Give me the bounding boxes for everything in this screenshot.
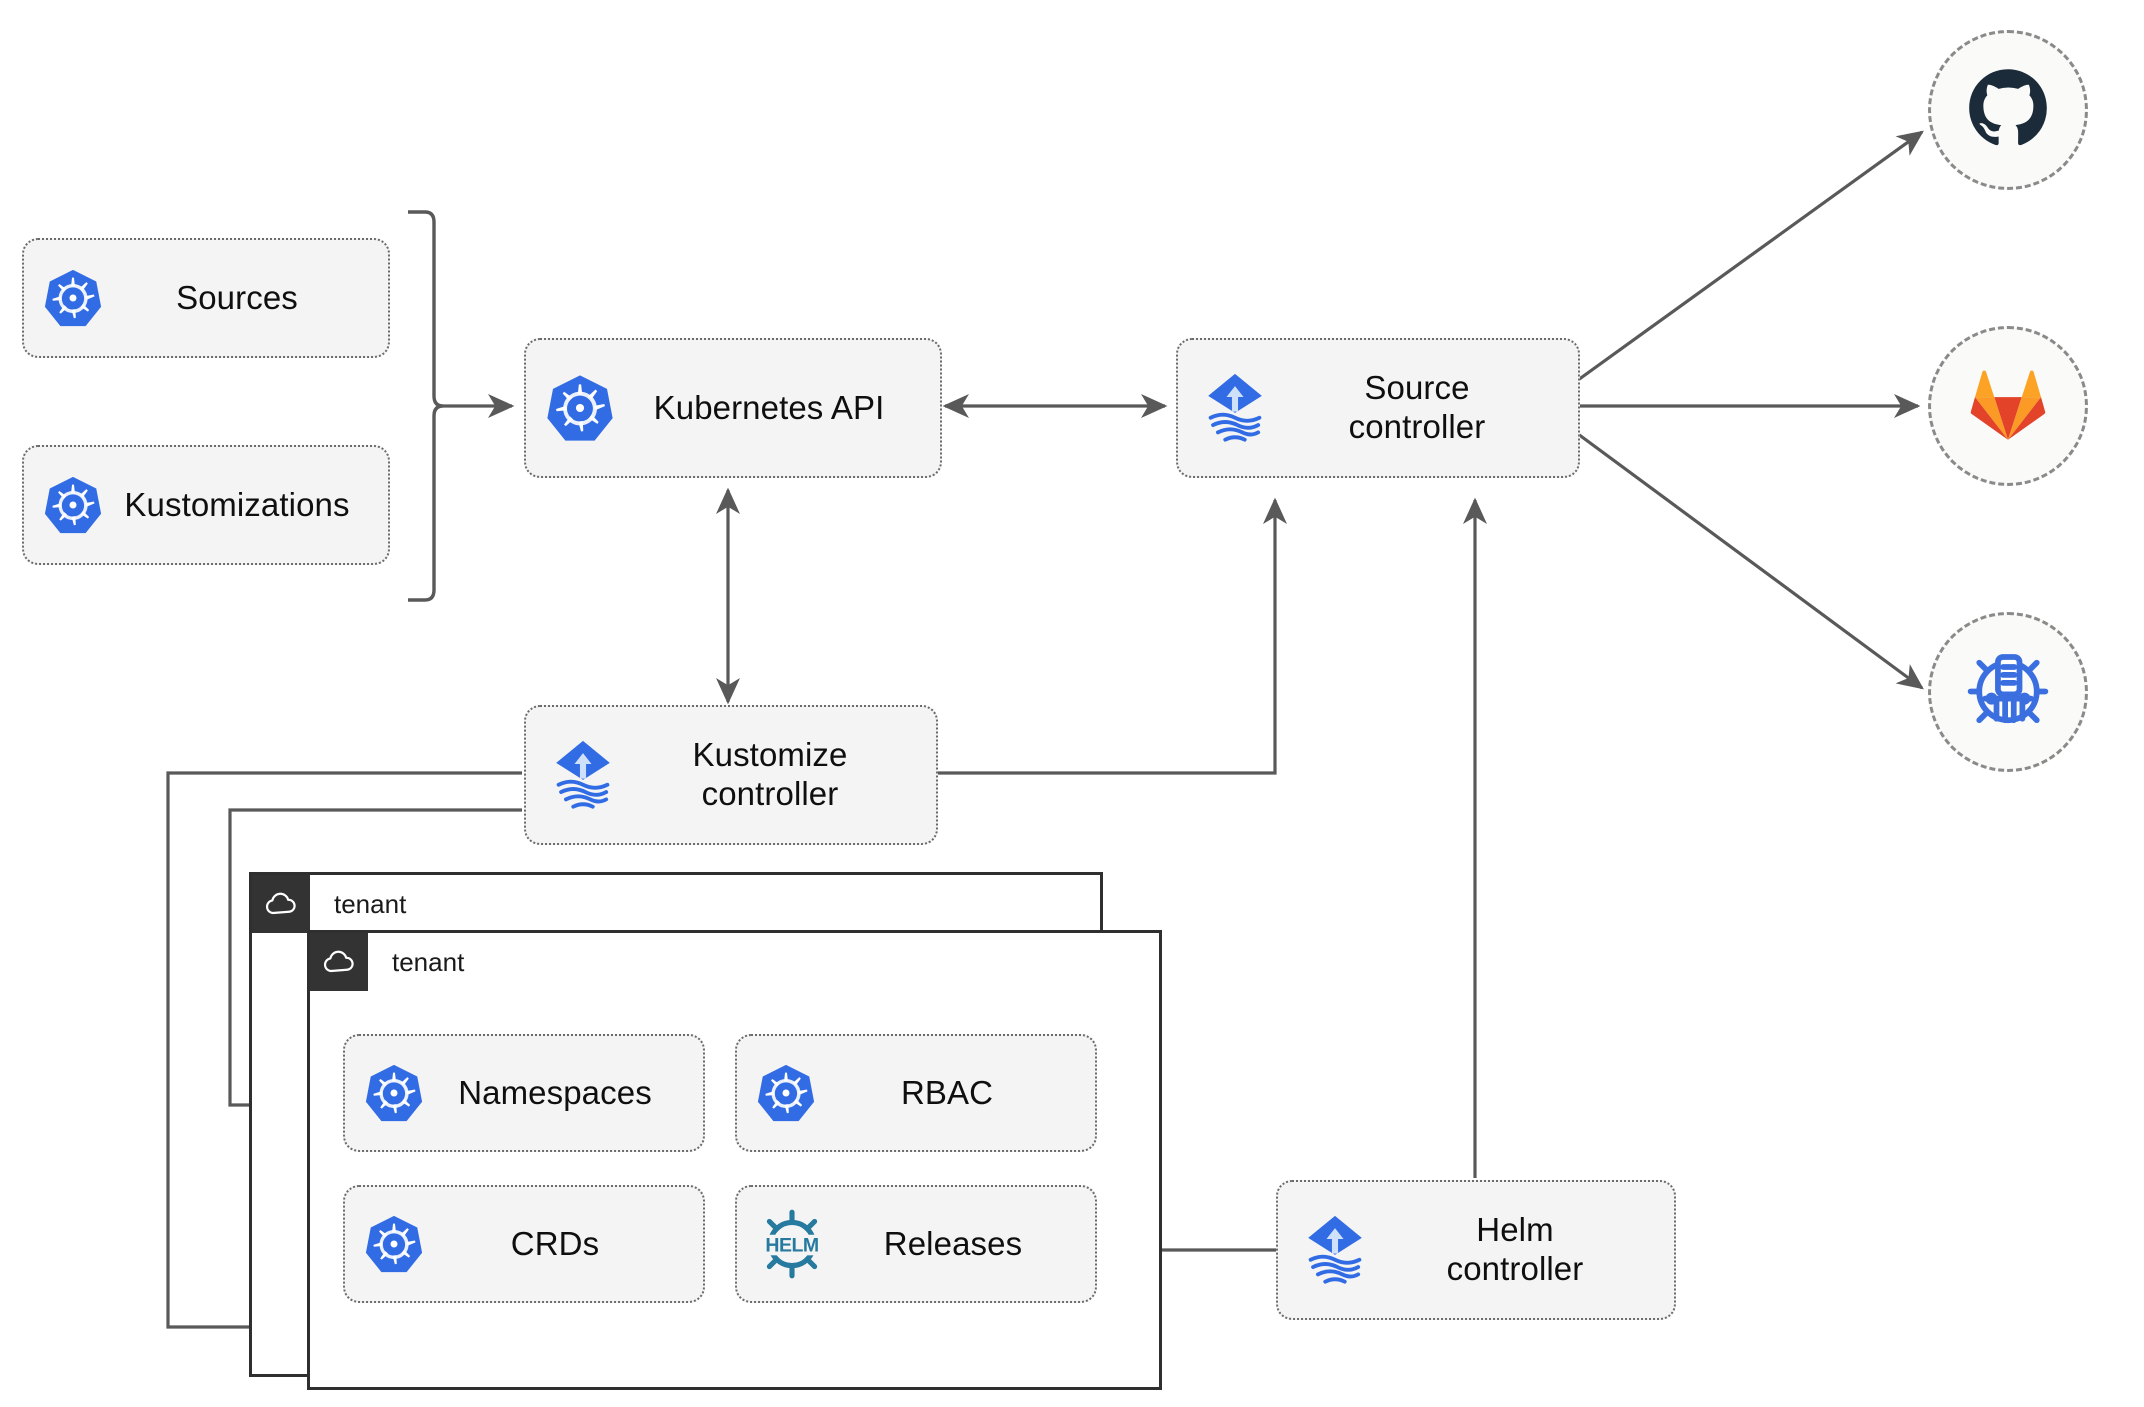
node-releases[interactable]: HELM Releases (735, 1185, 1097, 1303)
provider-bucket[interactable] (1928, 612, 2088, 772)
gitlab-icon (1964, 362, 2052, 451)
node-crds[interactable]: CRDs (343, 1185, 705, 1303)
kubernetes-icon (363, 1213, 425, 1275)
node-label: Helm controller (1446, 1211, 1584, 1287)
cloud-icon (310, 933, 368, 991)
node-label: Kustomizations (124, 485, 350, 523)
node-label: RBAC (900, 1073, 994, 1111)
cloud-icon (252, 875, 310, 933)
node-rbac[interactable]: RBAC (735, 1034, 1097, 1152)
node-label: Namespaces (458, 1073, 652, 1111)
tenant-titlebar: tenant (310, 933, 464, 991)
flux-icon (1296, 1211, 1374, 1289)
node-helm-controller[interactable]: Helm controller (1276, 1180, 1676, 1320)
kubernetes-icon (544, 372, 616, 444)
kubernetes-icon (363, 1062, 425, 1124)
provider-github[interactable] (1928, 30, 2088, 190)
bucket-icon (1962, 644, 2054, 741)
node-label: Kustomize controller (692, 736, 848, 812)
kubernetes-icon (755, 1062, 817, 1124)
node-source-controller[interactable]: Source controller (1176, 338, 1580, 478)
helm-icon: HELM (755, 1207, 829, 1281)
node-kustomize-controller[interactable]: Kustomize controller (524, 705, 938, 845)
kubernetes-icon (42, 267, 104, 329)
kubernetes-icon (42, 474, 104, 536)
node-label: CRDs (510, 1224, 600, 1262)
tenant-titlebar: tenant (252, 875, 406, 933)
node-label: Sources (176, 278, 298, 316)
flux-icon (1196, 369, 1274, 447)
node-namespaces[interactable]: Namespaces (343, 1034, 705, 1152)
tenant-label: tenant (334, 888, 407, 919)
tenant-inner[interactable]: tenant (307, 930, 1162, 1390)
node-sources[interactable]: Sources (22, 238, 390, 358)
node-kubernetes-api[interactable]: Kubernetes API (524, 338, 942, 478)
tenant-label: tenant (392, 946, 465, 977)
node-label: Kubernetes API (653, 388, 885, 426)
flux-icon (544, 736, 622, 814)
node-kustomizations[interactable]: Kustomizations (22, 445, 390, 565)
node-label: Releases (883, 1224, 1023, 1262)
svg-text:HELM: HELM (765, 1235, 818, 1257)
provider-gitlab[interactable] (1928, 326, 2088, 486)
node-label: Source controller (1348, 369, 1486, 445)
github-icon (1962, 62, 2054, 159)
